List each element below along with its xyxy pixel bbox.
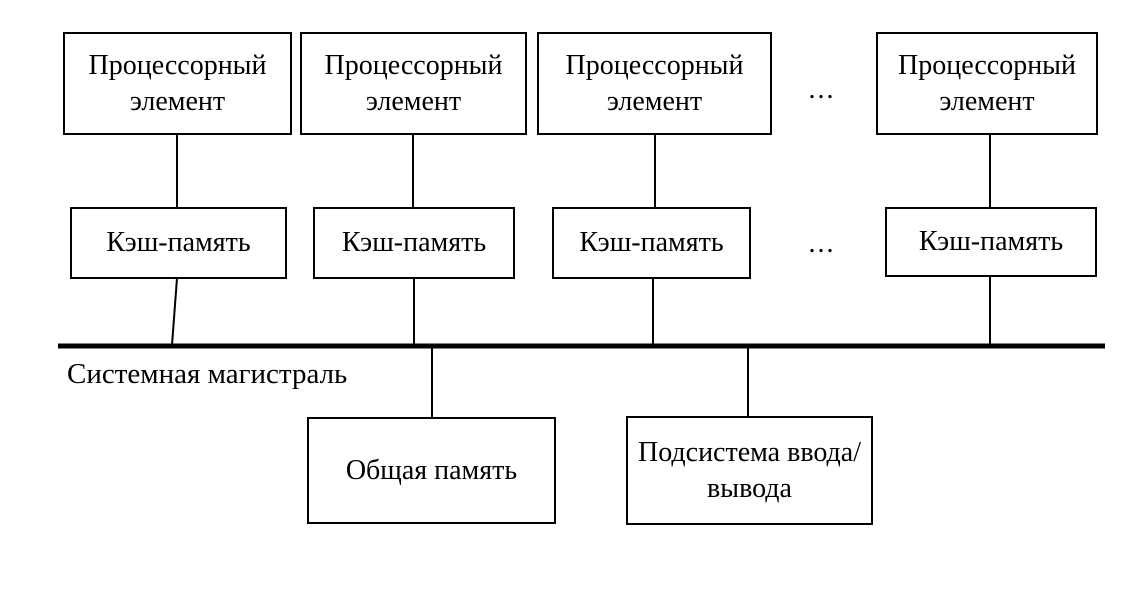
processor-element-box-4: Процессорный элемент [876, 32, 1098, 135]
processor-element-box-1: Процессорный элемент [63, 32, 292, 135]
io-subsystem-label: Подсистема ввода/вывода [637, 436, 861, 504]
io-subsystem-box: Подсистема ввода/вывода [626, 416, 873, 525]
ellipsis-processors: ... [808, 74, 836, 105]
cache-memory-label: Кэш-память [579, 227, 724, 258]
processor-element-box-2: Процессорный элемент [300, 32, 527, 135]
cache-memory-box-1: Кэш-память [70, 207, 287, 279]
processor-element-box-3: Процессорный элемент [537, 32, 772, 135]
ellipsis-caches: ... [808, 228, 836, 259]
processor-element-label: Процессорный элемент [88, 49, 267, 117]
processor-element-label: Процессорный элемент [324, 49, 503, 117]
cache-memory-box-2: Кэш-память [313, 207, 515, 279]
cache-memory-label: Кэш-память [918, 226, 1064, 257]
shared-memory-box: Общая память [307, 417, 556, 524]
processor-element-label: Процессорный элемент [898, 49, 1076, 117]
cache-memory-label: Кэш-память [341, 227, 487, 258]
connector-cache1-bus [171, 277, 178, 346]
system-bus-label: Системная магистраль [67, 358, 348, 390]
shared-memory-label: Общая память [345, 454, 518, 486]
cache-memory-box-4: Кэш-память [885, 207, 1097, 277]
processor-element-label: Процессорный элемент [565, 49, 744, 117]
cache-memory-label: Кэш-память [106, 227, 251, 258]
cache-memory-box-3: Кэш-память [552, 207, 751, 279]
